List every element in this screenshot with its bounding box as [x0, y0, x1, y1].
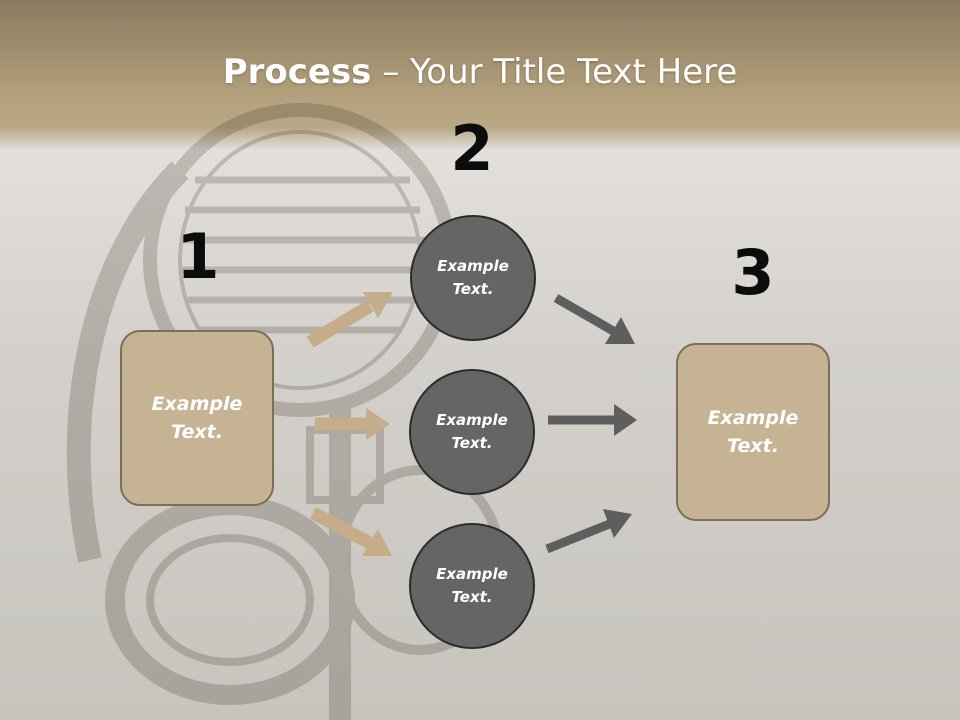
step-number-3: 3 [731, 236, 775, 309]
gray-arrow-up [545, 509, 632, 554]
circle-top: Example Text. [410, 215, 536, 341]
tan-arrow-right [315, 408, 390, 440]
tan-arrow-down [309, 507, 392, 556]
step-number-1: 1 [176, 220, 220, 293]
circle-middle-label: Example Text. [436, 410, 508, 452]
title-rest-part: – Your Title Text Here [371, 52, 738, 92]
right-text-box: Example Text. [676, 343, 830, 521]
circle-bottom-label: Example Text. [436, 564, 508, 606]
tan-arrow-up [306, 292, 393, 348]
left-box-label: Example Text. [151, 392, 243, 444]
circle-bottom: Example Text. [409, 523, 535, 649]
gray-arrow-right [548, 404, 637, 436]
circle-middle: Example Text. [409, 369, 535, 495]
slide-title: Process – Your Title Text Here [0, 52, 960, 92]
title-bold-part: Process [222, 52, 372, 92]
gray-arrow-down [553, 294, 635, 344]
step-number-2: 2 [450, 112, 494, 185]
right-box-label: Example Text. [707, 406, 799, 458]
circle-top-label: Example Text. [437, 256, 509, 298]
left-text-box: Example Text. [120, 330, 274, 506]
